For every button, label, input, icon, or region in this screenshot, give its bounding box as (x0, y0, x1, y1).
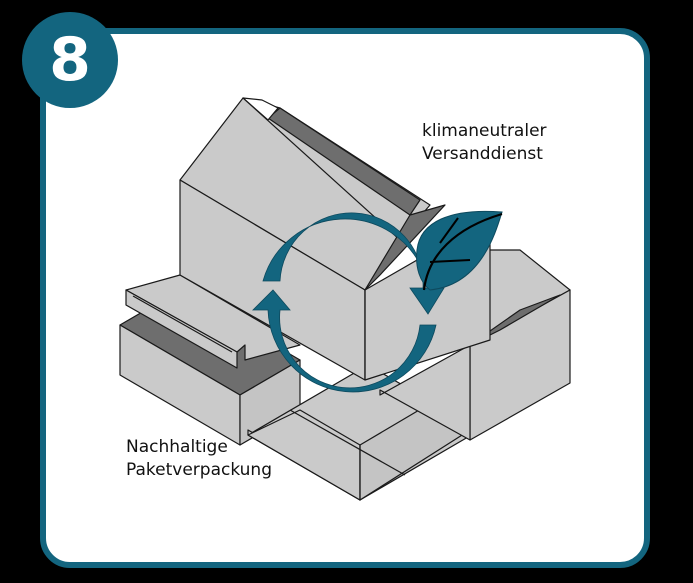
recycle-arrows-icon (252, 212, 445, 393)
step-number: 8 (49, 25, 91, 95)
shipping-label-line1: klimaneutraler (422, 121, 547, 141)
packaging-label: Nachhaltige Paketverpackung (126, 436, 272, 482)
leaf-icon (416, 210, 503, 291)
shipping-label-line2: Versanddienst (422, 144, 543, 164)
step-number-badge: 8 (22, 12, 118, 108)
packaging-label-line1: Nachhaltige (126, 437, 228, 457)
shipping-label: klimaneutraler Versanddienst (422, 120, 547, 166)
packaging-label-line2: Paketverpackung (126, 460, 272, 480)
